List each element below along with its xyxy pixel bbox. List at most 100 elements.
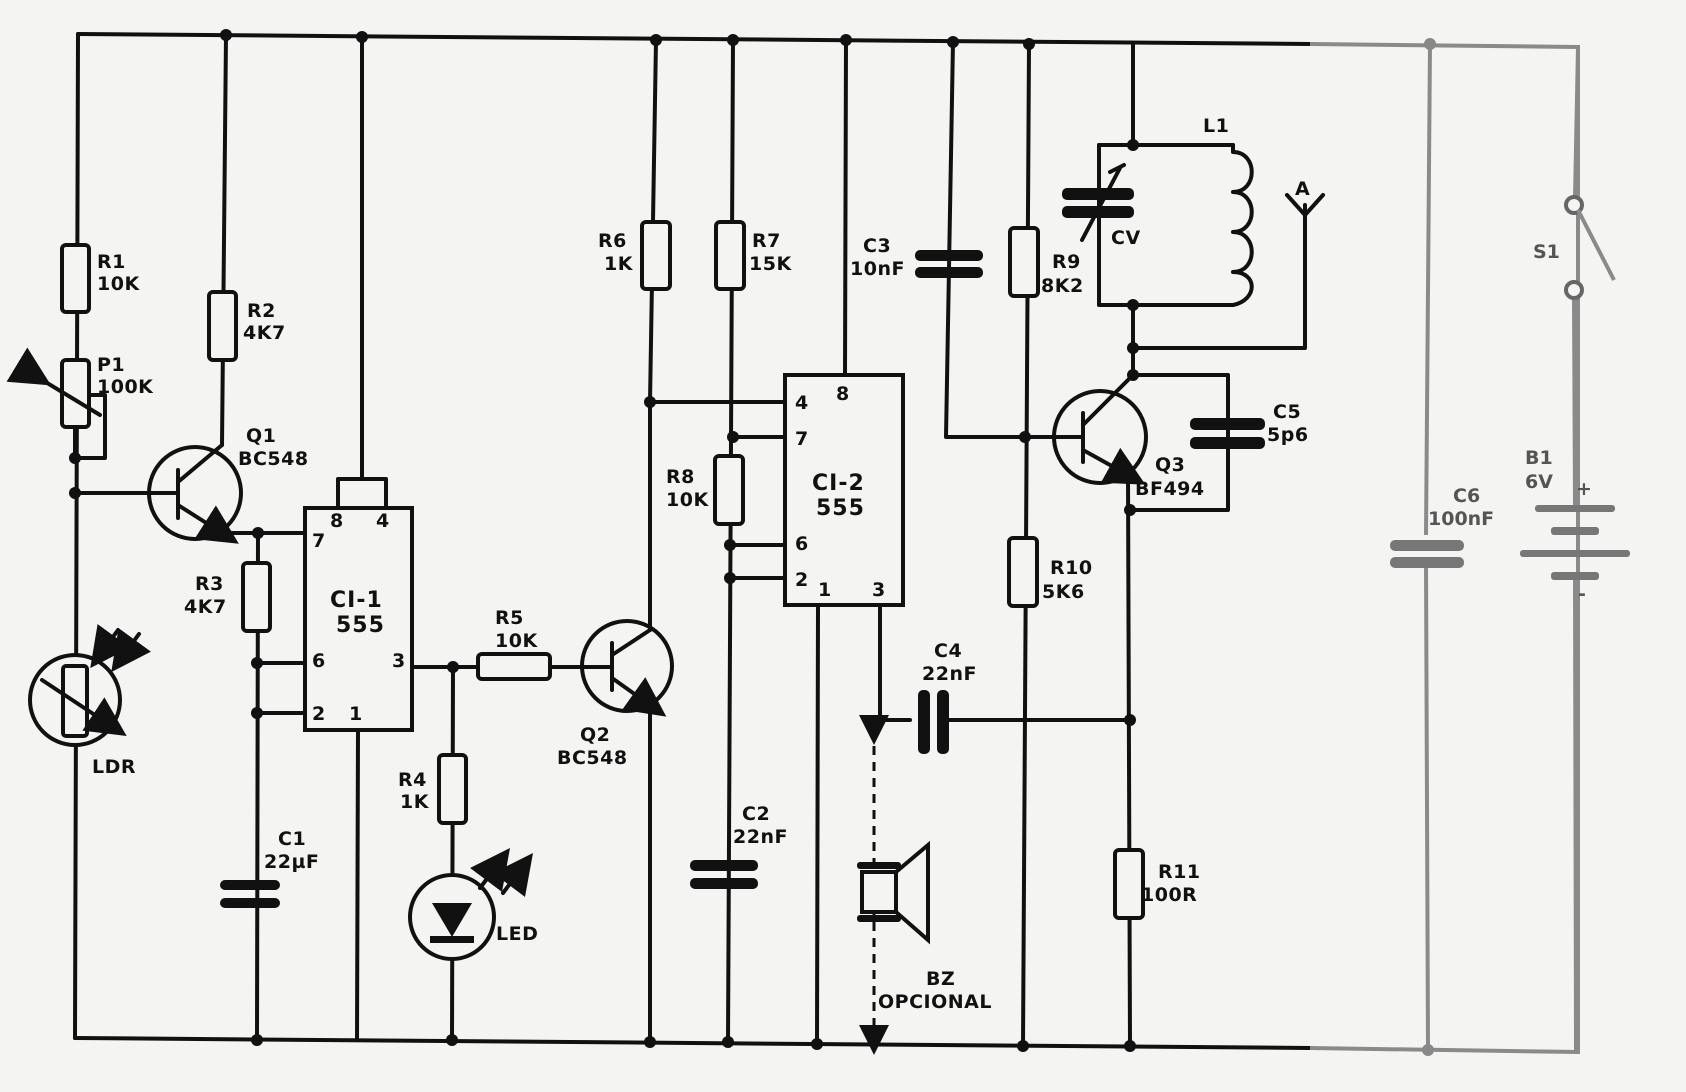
q2-ref: Q2: [580, 724, 610, 746]
ci2-pin2: 2: [795, 569, 808, 591]
q2-value: BC548: [557, 747, 628, 769]
ci2-pin4: 4: [795, 392, 808, 414]
r10-value: 5K6: [1042, 581, 1085, 603]
bz-ref: BZ: [926, 968, 955, 990]
ldr-sensor: [28, 624, 151, 747]
b1-value: 6V: [1525, 471, 1553, 493]
antenna-ref: A: [1295, 178, 1310, 200]
ci1-chip: [303, 35, 480, 1042]
cv-variable-capacitor: [1062, 163, 1134, 242]
r4-resistor: [437, 665, 468, 1042]
ci1-pin1: 1: [349, 703, 362, 725]
junction-dots: [69, 29, 1436, 1056]
ci1-value: 555: [336, 613, 385, 638]
ldr-ref: LDR: [92, 756, 136, 778]
bz-buzzer: [857, 715, 930, 1055]
c1-ref: C1: [278, 828, 306, 850]
c5-ref: C5: [1273, 401, 1301, 423]
r11-ref: R11: [1158, 861, 1201, 883]
led-indicator: [408, 848, 533, 961]
c1-value: 22µF: [264, 851, 319, 873]
bz-value: OPCIONAL: [878, 991, 992, 1013]
ci2-ref: CI-2: [812, 471, 865, 496]
r1-value: 10K: [97, 273, 140, 295]
c4-capacitor: [918, 690, 1132, 754]
ci1-pin7: 7: [312, 530, 325, 552]
b1-battery: [1520, 299, 1630, 1053]
p1-ref: P1: [97, 354, 125, 376]
c5-capacitor: [1128, 373, 1265, 512]
r8-resistor: [713, 454, 792, 580]
ci2-pin7: 7: [795, 428, 808, 450]
led-ref: LED: [496, 923, 538, 945]
ci1-pin8: 8: [330, 510, 343, 532]
r2-resistor: [207, 290, 238, 362]
c3-capacitor: [915, 40, 1027, 439]
ci2-pin6: 6: [795, 533, 808, 555]
c1-capacitor: [220, 880, 280, 908]
r3-value: 4K7: [184, 596, 227, 618]
r3-ref: R3: [195, 573, 224, 595]
c4-value: 22nF: [922, 663, 977, 685]
r10-ref: R10: [1050, 557, 1093, 579]
ci2-chip: [783, 38, 912, 1046]
power-rails: [73, 32, 1580, 1055]
r8-value: 10K: [666, 489, 709, 511]
ci1-ref: CI-1: [330, 588, 383, 613]
antenna: [1285, 193, 1325, 217]
r9-value: 8K2: [1041, 275, 1084, 297]
c6-value: 100nF: [1428, 508, 1494, 530]
r2-value: 4K7: [243, 322, 286, 344]
ci2-pin3: 3: [872, 579, 885, 601]
q1-transistor: [73, 33, 320, 544]
r5-value: 10K: [495, 630, 538, 652]
q3-ref: Q3: [1155, 454, 1185, 476]
r11-value: 100R: [1141, 884, 1197, 906]
ci1-pin3: 3: [392, 650, 405, 672]
b1-ref: B1: [1525, 447, 1553, 469]
ci1-pin2: 2: [312, 703, 325, 725]
c2-ref: C2: [742, 803, 770, 825]
ci2-pin1: 1: [818, 579, 831, 601]
r6-value: 1K: [604, 253, 634, 275]
b1-minus: -: [1578, 583, 1586, 605]
c4-ref: C4: [934, 640, 962, 662]
r4-value: 1K: [400, 791, 430, 813]
ci1-pin6: 6: [312, 650, 325, 672]
ci2-value: 555: [816, 496, 865, 521]
r6-resistor: [640, 38, 792, 404]
l1-inductor: [1231, 143, 1254, 307]
cv-ref: CV: [1111, 227, 1141, 249]
c6-ref: C6: [1453, 485, 1480, 507]
c2-value: 22nF: [733, 826, 788, 848]
r11-resistor: [1113, 848, 1145, 920]
ci2-pin8: 8: [836, 383, 849, 405]
r2-ref: R2: [247, 300, 276, 322]
r6-ref: R6: [598, 230, 627, 252]
r10-resistor: [1007, 536, 1039, 608]
r9-ref: R9: [1052, 251, 1081, 273]
q1-ref: Q1: [246, 425, 276, 447]
l1-ref: L1: [1203, 115, 1229, 137]
b1-plus: +: [1576, 478, 1592, 500]
ci1-pin4: 4: [376, 510, 389, 532]
c6-capacitor: [1390, 43, 1464, 1051]
c2-capacitor: [690, 860, 758, 889]
r3-resistor: [241, 531, 307, 1042]
r5-ref: R5: [495, 607, 524, 629]
p1-value: 100K: [97, 376, 154, 398]
q2-transistor: [578, 400, 674, 1044]
c5-value: 5p6: [1267, 424, 1309, 446]
c3-ref: C3: [863, 235, 891, 257]
p1-potentiometer: [6, 347, 107, 460]
r8-ref: R8: [666, 466, 695, 488]
s1-ref: S1: [1533, 241, 1560, 263]
r5-resistor: [476, 652, 582, 681]
r7-ref: R7: [752, 230, 781, 252]
r4-ref: R4: [398, 769, 427, 791]
r1-resistor: [60, 243, 91, 314]
c3-value: 10nF: [850, 258, 905, 280]
s1-switch: [1564, 46, 1616, 300]
q1-value: BC548: [238, 448, 309, 470]
